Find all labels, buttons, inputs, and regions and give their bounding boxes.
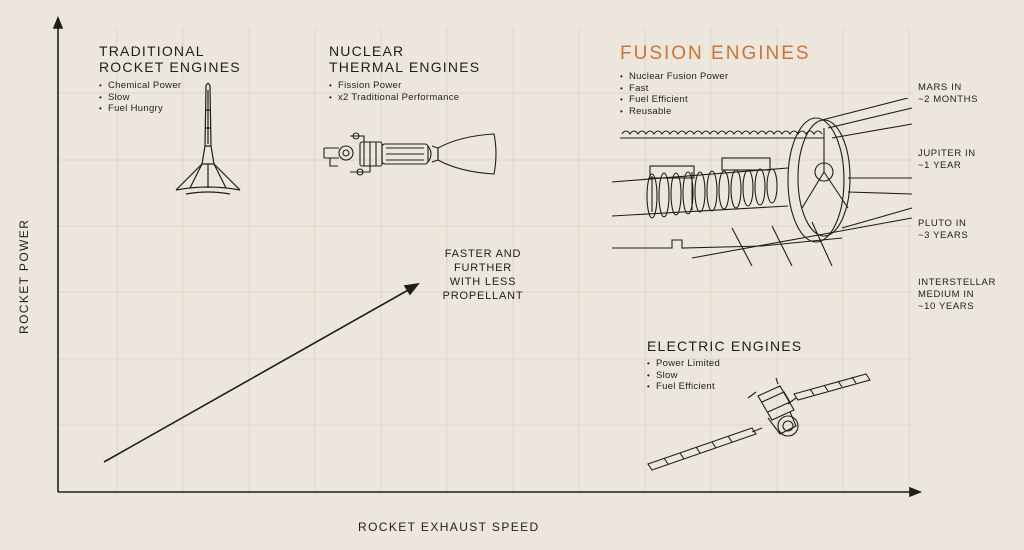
destination-pluto: PLUTO IN~3 YEARS: [918, 218, 969, 241]
fusion-engine-icon: [612, 98, 913, 266]
x-axis-arrowhead: [909, 486, 923, 498]
electric-engines-features: Power LimitedSlowFuel Efficient: [647, 358, 720, 393]
y-axis-label: ROCKET POWER: [17, 218, 31, 334]
trend-arrow: [103, 288, 411, 463]
grid: [58, 28, 912, 492]
y-axis-arrowhead: [52, 15, 64, 29]
fusion-engines-features: Nuclear Fusion PowerFastFuel EfficientRe…: [620, 71, 728, 117]
x-axis-label: ROCKET EXHAUST SPEED: [358, 520, 540, 534]
nuclear-thermal-engine-icon: [323, 132, 497, 176]
fusion-engines-title: FUSION ENGINES: [620, 43, 811, 64]
trend-arrowhead: [403, 282, 420, 296]
nuclear-engines-features: Fission Powerx2 Traditional Performance: [329, 80, 459, 103]
electric-engines-title: ELECTRIC ENGINES: [647, 338, 803, 354]
destination-mars: MARS IN~2 MONTHS: [918, 82, 979, 105]
traditional-engines-features: Chemical PowerSlowFuel Hungry: [99, 80, 181, 115]
chemical-rocket-icon: [175, 82, 241, 195]
satellite-icon: [647, 373, 871, 471]
destination-jupiter: JUPITER IN~1 YEAR: [918, 148, 976, 171]
